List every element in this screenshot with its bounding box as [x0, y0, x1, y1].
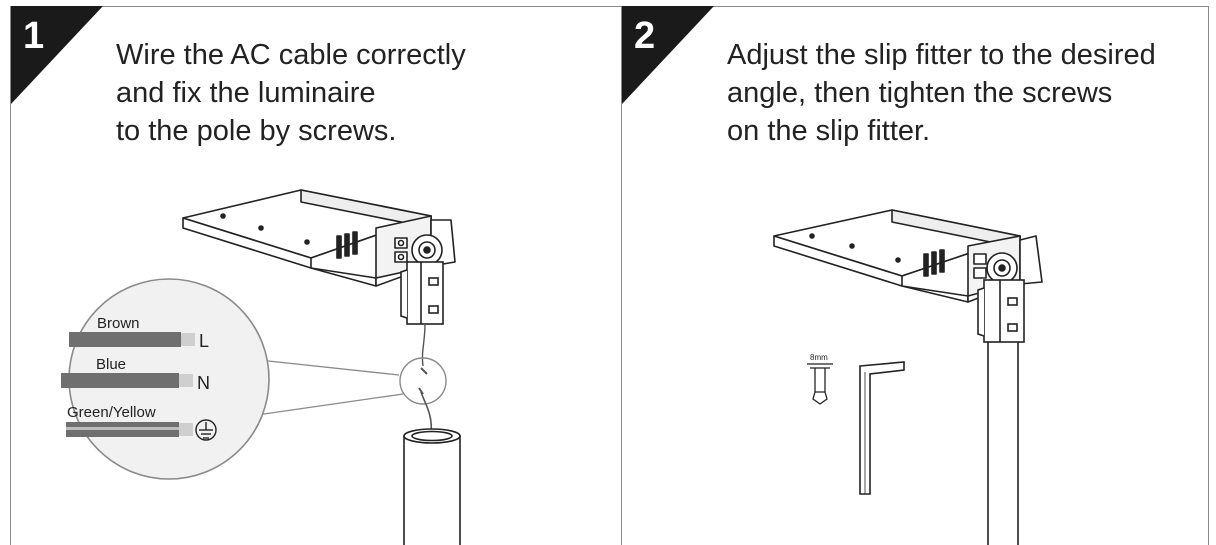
step-2-panel: 2 Adjust the slip fitter to the desired … — [622, 6, 1208, 545]
wiring-detail: Brown Blue Green/Yellow L N — [61, 278, 270, 480]
pole-icon — [403, 428, 461, 545]
tool-size-label: 8mm — [810, 353, 828, 362]
slip-fitter-icon — [400, 261, 444, 325]
frame-left-border — [10, 6, 11, 545]
wire-label-brown: Brown — [97, 315, 140, 332]
terminal-label-l: L — [199, 331, 209, 351]
step-1-illustration: Brown Blue Green/Yellow L N — [61, 189, 461, 545]
terminal-label-n: N — [197, 373, 210, 393]
wire-label-green-yellow: Green/Yellow — [67, 404, 156, 421]
pole-icon — [987, 342, 1019, 545]
ground-icon — [195, 419, 217, 441]
frame-right-border — [1208, 6, 1209, 545]
step-2-badge — [622, 6, 714, 104]
hex-key-icon — [859, 361, 905, 495]
step-1-badge — [11, 6, 103, 104]
wire-label-blue: Blue — [96, 356, 126, 373]
step-2-instruction: Adjust the slip fitter to the desired an… — [727, 39, 1156, 147]
step-2-illustration: 8mm — [773, 209, 1043, 545]
step-1-panel: 1 Wire the AC cable correctly and fix th… — [11, 6, 621, 545]
tool-size-marker — [807, 363, 833, 405]
luminaire-icon — [182, 189, 456, 287]
frame-top-border — [10, 6, 1209, 7]
slip-fitter-icon — [977, 279, 1025, 343]
step-1-number: 1 — [23, 15, 45, 57]
step-2-number: 2 — [634, 15, 656, 57]
panel-divider — [621, 6, 622, 545]
step-1-instruction: Wire the AC cable correctly and fix the … — [116, 39, 466, 147]
